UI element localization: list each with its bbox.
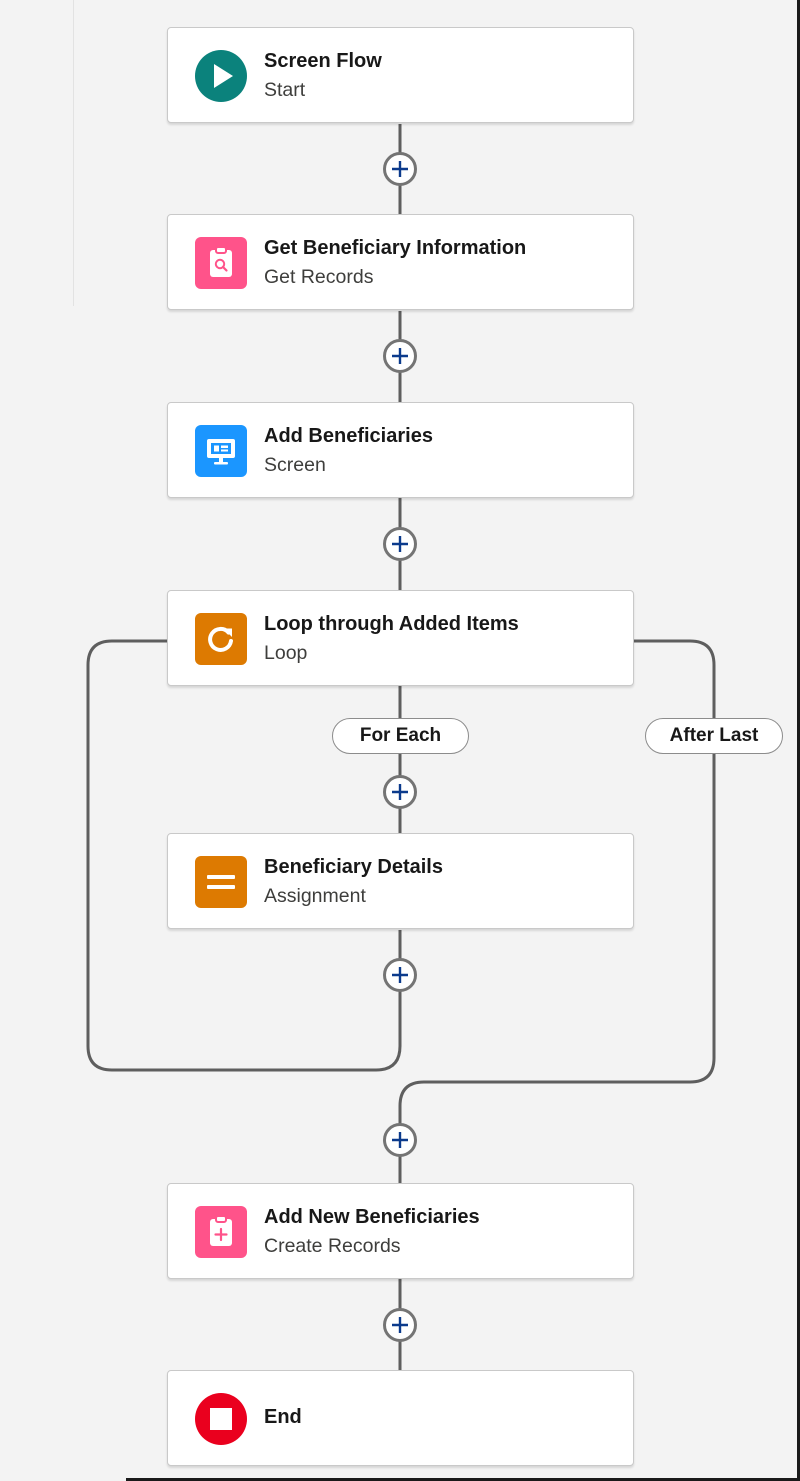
canvas-bottom-border: [126, 1478, 800, 1481]
plus-icon: [392, 967, 408, 983]
create-records-element[interactable]: Add New Beneficiaries Create Records: [167, 1183, 634, 1279]
connector-after-last: [398, 639, 716, 1183]
stop-icon: [195, 1393, 247, 1445]
start-element[interactable]: Screen Flow Start: [167, 27, 634, 123]
get-records-subtitle: Get Records: [264, 266, 374, 288]
add-element-button[interactable]: [383, 527, 417, 561]
plus-icon: [392, 1132, 408, 1148]
screen-subtitle: Screen: [264, 454, 326, 476]
canvas-guide-line: [73, 0, 74, 306]
connector-loop-back: [86, 639, 402, 1072]
end-element[interactable]: End: [167, 1370, 634, 1466]
get-records-title: Get Beneficiary Information: [264, 237, 527, 259]
assignment-title: Beneficiary Details: [264, 856, 443, 878]
assignment-element[interactable]: Beneficiary Details Assignment: [167, 833, 634, 929]
loop-element[interactable]: Loop through Added Items Loop: [167, 590, 634, 686]
create-records-title: Add New Beneficiaries: [264, 1206, 480, 1228]
loop-icon: [195, 613, 247, 665]
get-records-element[interactable]: Get Beneficiary Information Get Records: [167, 214, 634, 310]
start-subtitle: Start: [264, 79, 306, 101]
canvas-right-border: [797, 0, 800, 1481]
add-element-button[interactable]: [383, 1123, 417, 1157]
add-element-button[interactable]: [383, 775, 417, 809]
end-title: End: [264, 1406, 302, 1428]
start-title: Screen Flow: [264, 50, 382, 72]
add-element-button[interactable]: [383, 339, 417, 373]
for-each-label: For Each: [332, 718, 469, 754]
screen-title: Add Beneficiaries: [264, 425, 433, 447]
after-last-label: After Last: [645, 718, 783, 754]
plus-icon: [392, 348, 408, 364]
play-icon: [195, 50, 247, 102]
record-create-icon: [195, 1206, 247, 1258]
screen-element[interactable]: Add Beneficiaries Screen: [167, 402, 634, 498]
loop-title: Loop through Added Items: [264, 613, 519, 635]
add-element-button[interactable]: [383, 152, 417, 186]
add-element-button[interactable]: [383, 1308, 417, 1342]
plus-icon: [392, 536, 408, 552]
screen-icon: [195, 425, 247, 477]
plus-icon: [392, 1317, 408, 1333]
create-records-subtitle: Create Records: [264, 1235, 401, 1257]
loop-subtitle: Loop: [264, 642, 308, 664]
plus-icon: [392, 161, 408, 177]
assignment-subtitle: Assignment: [264, 885, 366, 907]
assignment-icon: [195, 856, 247, 908]
add-element-button[interactable]: [383, 958, 417, 992]
plus-icon: [392, 784, 408, 800]
record-lookup-icon: [195, 237, 247, 289]
